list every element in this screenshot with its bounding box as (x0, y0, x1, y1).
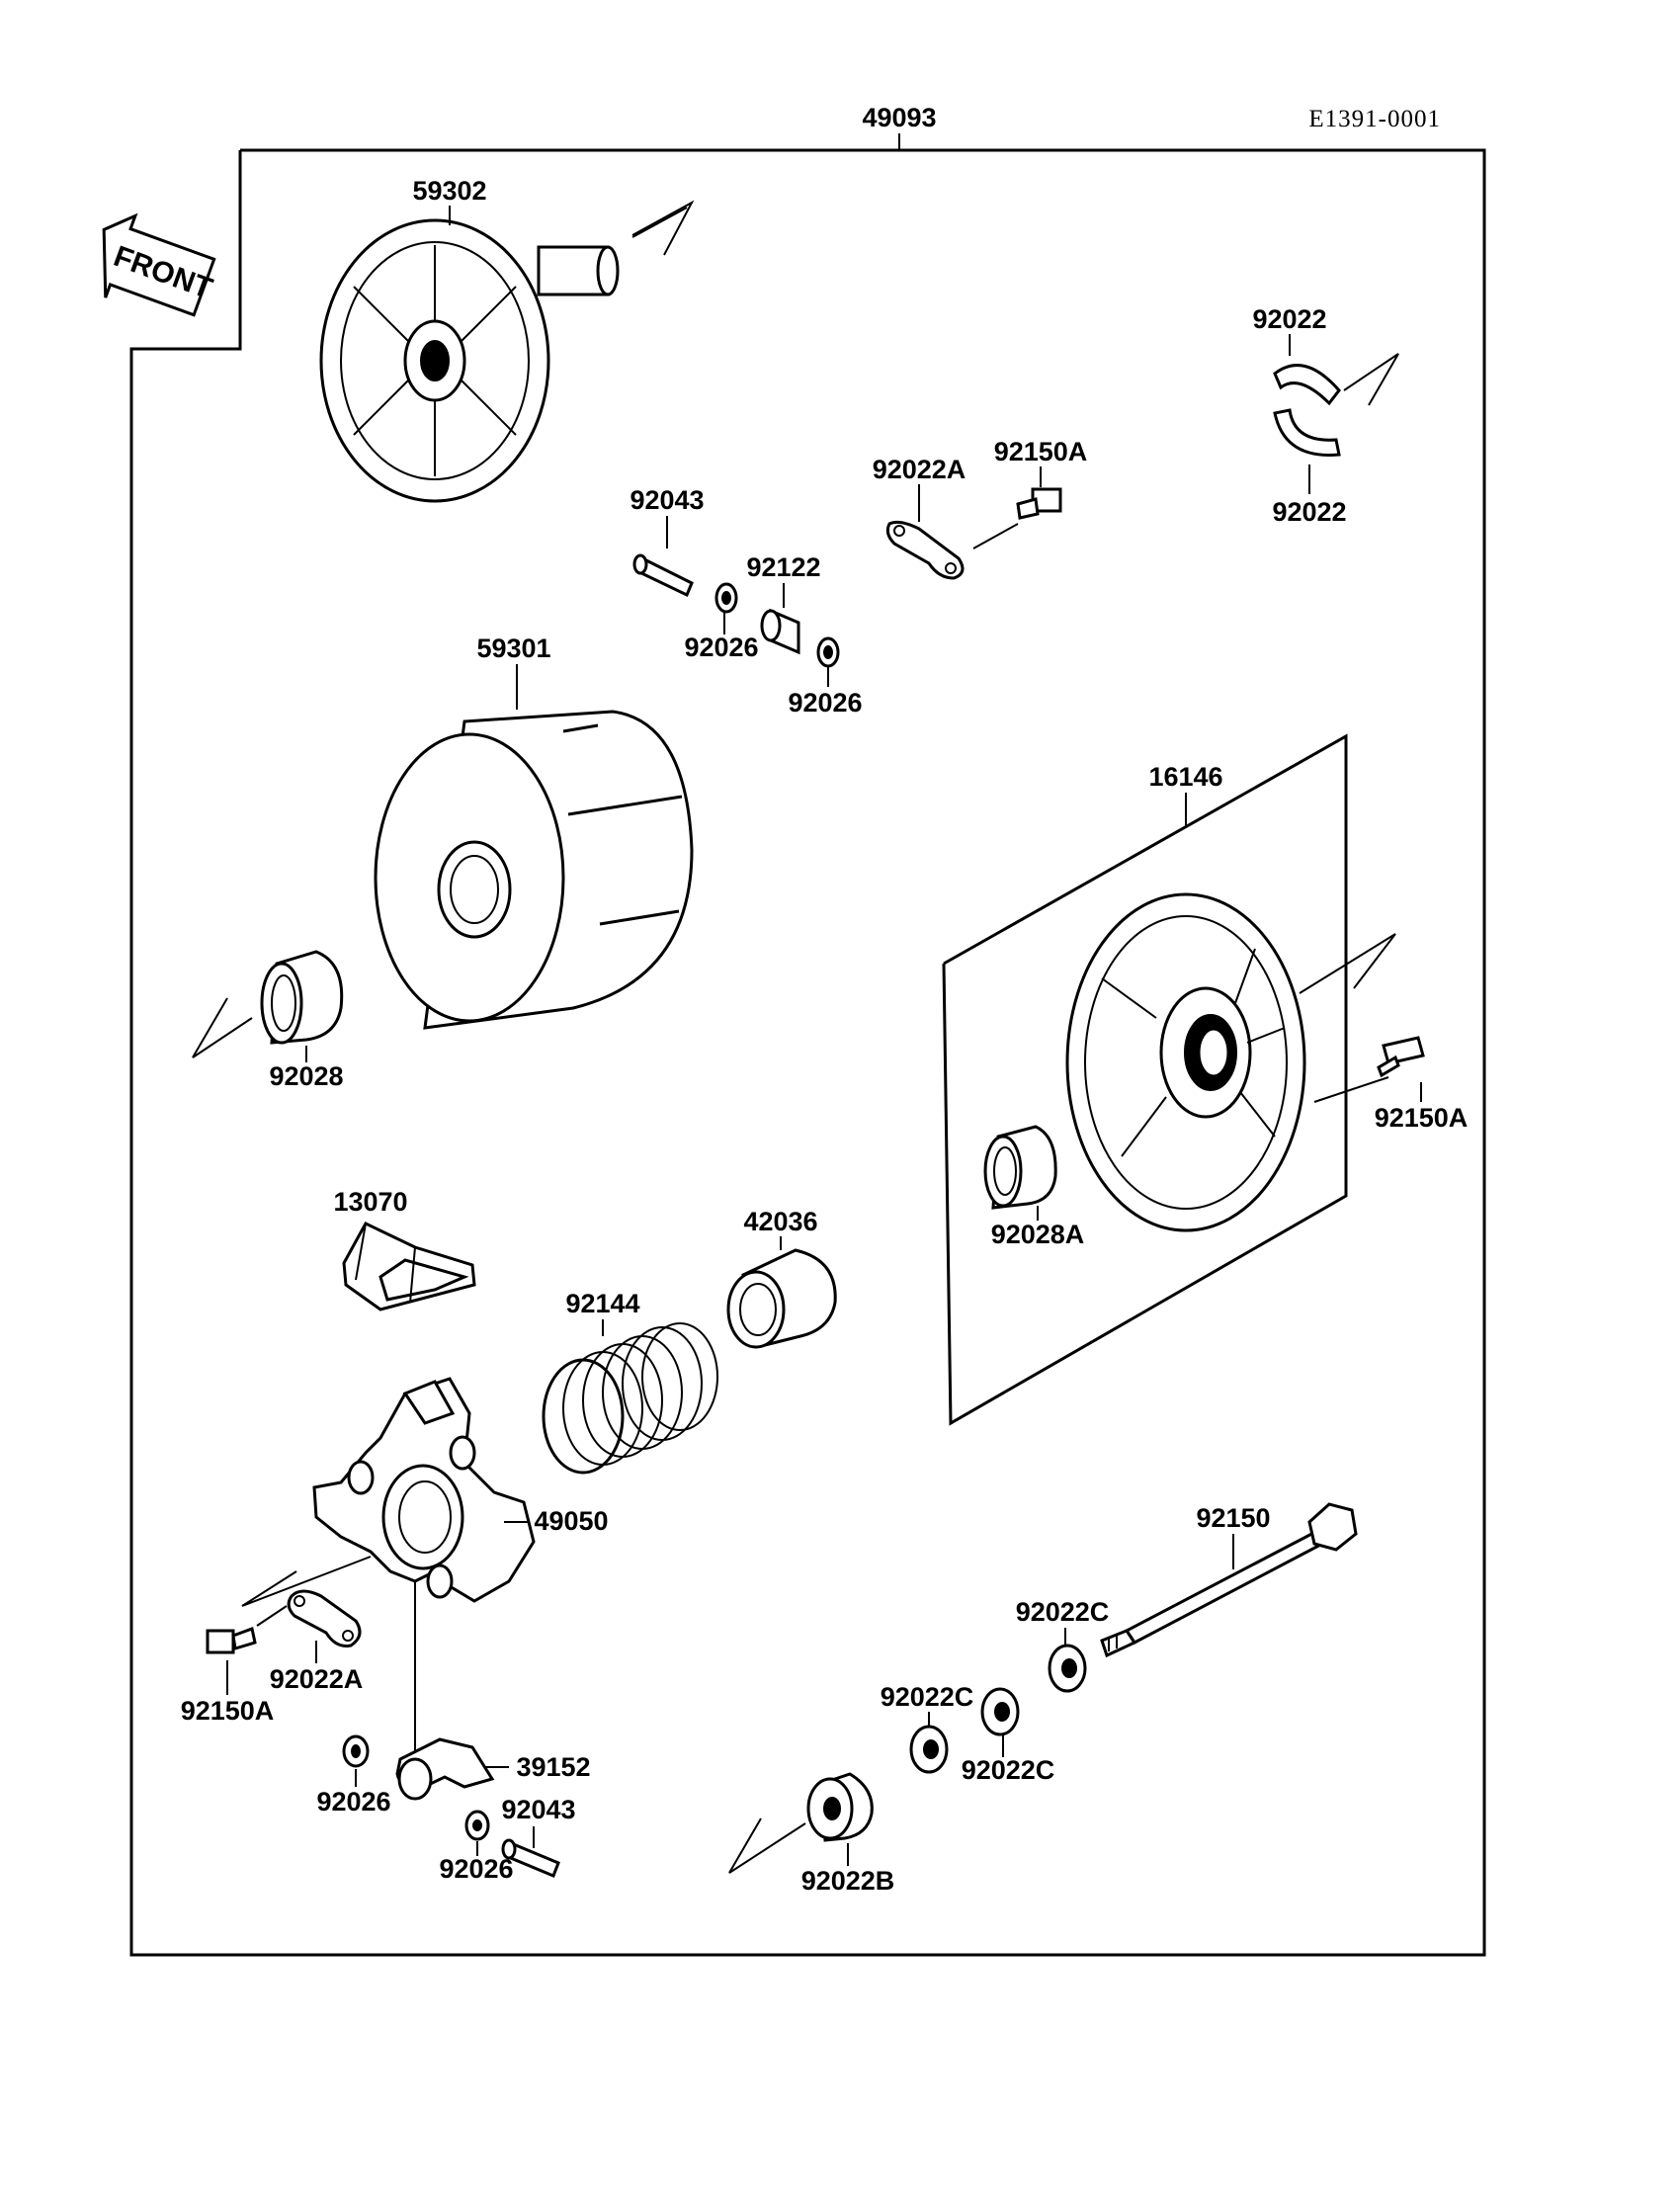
part-label-92026-c: 92026 (316, 1787, 390, 1817)
plate-and-bolt-top (885, 487, 1062, 580)
part-label-92043-top: 92043 (630, 485, 704, 515)
drawing-code: E1391-0001 (1308, 106, 1441, 132)
pin-part-top (632, 553, 694, 598)
part-label-92022A-left: 92022A (270, 1664, 364, 1694)
part-label-92022A-top: 92022A (873, 455, 966, 484)
roller-and-washers (714, 582, 840, 668)
part-label-92022-bottom: 92022 (1272, 497, 1346, 527)
part-label-92026-d: 92026 (439, 1854, 513, 1884)
part-label-92026-a: 92026 (684, 633, 758, 662)
cam-housing-part (374, 710, 694, 1030)
bushing-part-92028 (192, 950, 344, 1058)
part-label-92022-top: 92022 (1252, 304, 1326, 334)
part-label-92028A: 92028A (991, 1220, 1085, 1249)
part-label-92122: 92122 (746, 552, 820, 582)
part-label-49050: 49050 (534, 1506, 608, 1536)
cam-weight-parts (342, 1581, 560, 1878)
part-label-92150A-top: 92150A (994, 437, 1088, 466)
part-label-92028: 92028 (269, 1061, 343, 1091)
part-label-92022C-2: 92022C (881, 1682, 974, 1712)
part-label-92150A-right: 92150A (1375, 1103, 1469, 1133)
assembly-part-number: 49093 (862, 103, 936, 132)
part-label-92022B: 92022B (801, 1866, 895, 1896)
part-label-92150: 92150 (1196, 1503, 1270, 1533)
part-label-39152: 39152 (516, 1752, 590, 1782)
front-arrow: FRONT (102, 212, 216, 317)
collar-part-42036 (726, 1248, 837, 1349)
part-label-92022C-1: 92022C (1016, 1597, 1110, 1627)
bolt-part-92150 (1100, 1502, 1358, 1658)
plate-and-bolt-left (206, 1589, 362, 1654)
washers-92022C (909, 1644, 1087, 1774)
movable-sheave-assembly (942, 733, 1425, 1426)
part-label-16146: 16146 (1148, 762, 1222, 792)
fixed-sheave-part (319, 200, 695, 503)
spring-part-92144 (542, 1322, 718, 1475)
part-label-92022C-3: 92022C (962, 1755, 1055, 1785)
spider-part-49050 (241, 1377, 536, 1607)
part-label-42036: 42036 (743, 1207, 817, 1236)
damper-part-92022B (728, 1772, 874, 1874)
part-label-92144: 92144 (565, 1289, 639, 1318)
assembly-outline (129, 148, 1486, 1957)
part-label-92043-bottom: 92043 (501, 1795, 575, 1824)
part-label-92150A-left: 92150A (181, 1696, 275, 1726)
part-label-59301: 59301 (476, 634, 550, 663)
slider-part-13070 (342, 1222, 476, 1311)
part-label-59302: 59302 (412, 176, 486, 206)
retaining-ring-halves (1273, 353, 1399, 457)
part-label-13070: 13070 (333, 1187, 407, 1217)
part-label-92026-b: 92026 (788, 688, 862, 718)
